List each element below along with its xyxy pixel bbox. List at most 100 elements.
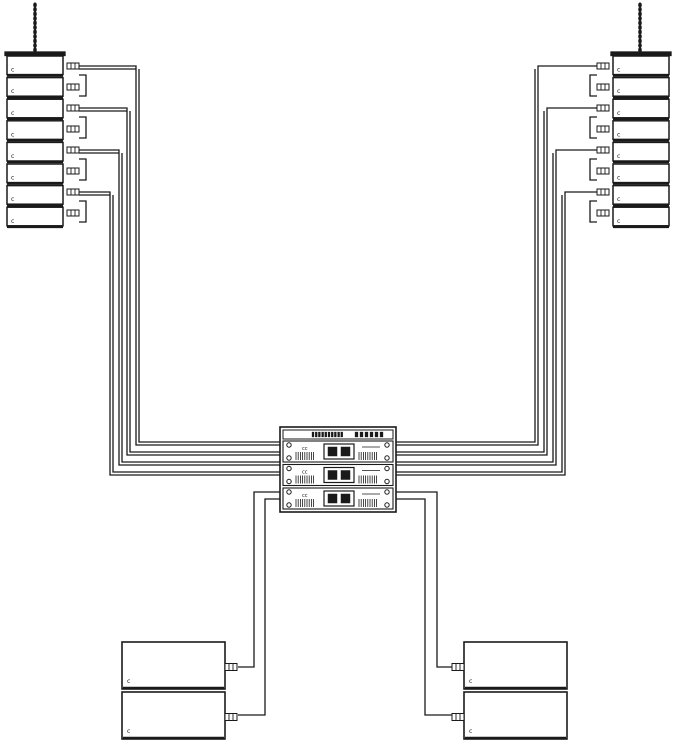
cabinet-logo: c	[469, 728, 472, 735]
cabinet-box	[612, 55, 670, 76]
cabinet-box	[6, 120, 64, 141]
cabinet-logo: c	[11, 218, 14, 225]
rack-screw	[384, 455, 390, 461]
connector-body	[596, 62, 610, 70]
speakon-connector	[66, 104, 80, 112]
sub-cable	[394, 491, 452, 668]
processor-led	[318, 431, 321, 438]
amplifier-unit: cc	[282, 440, 394, 463]
subwoofer-cabinet: c	[451, 641, 568, 690]
speaker-cable	[129, 111, 282, 453]
subwoofer-box	[121, 691, 226, 740]
chain-link	[638, 24, 642, 31]
amplifier-meter	[340, 446, 351, 457]
link-cable	[589, 158, 597, 181]
speakon-connector	[66, 146, 80, 154]
right-subwoofer-stack: cc	[451, 641, 568, 740]
rack-screw	[384, 465, 390, 472]
chain-link	[33, 20, 37, 26]
processor-led	[331, 431, 334, 438]
processor-button	[369, 431, 374, 438]
processor-button	[364, 431, 369, 438]
amplifier-meter	[327, 446, 338, 457]
rack-screw	[286, 455, 292, 461]
speakon-connector	[451, 713, 465, 721]
rigging-frame	[4, 51, 66, 57]
speaker-cable	[394, 153, 554, 463]
speaker-cable	[394, 149, 597, 466]
cabinet-logo: c	[617, 218, 620, 225]
processor-button	[359, 431, 364, 438]
amplifier-unit: cc	[282, 463, 394, 487]
connector-body	[596, 146, 610, 154]
speaker-cable	[394, 69, 536, 443]
subwoofer-cabinet: c	[121, 691, 238, 740]
cabinet-logo: c	[11, 131, 14, 138]
line-array-cabinet: c	[6, 184, 64, 207]
chain-link	[638, 15, 642, 22]
chain-link	[638, 20, 642, 26]
processor-button	[354, 431, 359, 438]
cabinet-logo: c	[617, 88, 620, 95]
line-array-cabinet: c	[612, 141, 670, 164]
speakon-connector	[596, 104, 610, 112]
cabinet-logo: c	[617, 131, 620, 138]
cabinet-logo: c	[617, 67, 620, 74]
speaker-cables	[79, 65, 597, 716]
chain-link	[33, 47, 37, 53]
connector-body	[66, 188, 80, 196]
link-cable	[79, 200, 87, 223]
amplifier-meter	[340, 493, 351, 504]
line-array-cabinet: c	[6, 98, 64, 121]
cabinet-box	[612, 120, 670, 141]
cabinet-logo: c	[617, 196, 620, 203]
cabinet-box	[6, 98, 64, 119]
amplifier-brand: cc	[302, 446, 308, 452]
speakon-connector	[451, 663, 465, 671]
chain-link	[638, 42, 642, 49]
cabinet-logo: c	[11, 175, 14, 182]
cabinet-box	[6, 76, 64, 97]
line-array-cabinet: c	[612, 163, 670, 185]
speakon-connector	[224, 663, 238, 671]
connector-body	[66, 167, 80, 175]
amplifier-brand: cc	[302, 470, 308, 476]
chain-link	[33, 24, 37, 31]
amplifier-meter	[327, 470, 338, 480]
cabinet-logo: c	[11, 110, 14, 117]
link-cable	[79, 158, 87, 181]
rack-screw	[286, 489, 292, 495]
speaker-cable	[79, 191, 282, 476]
speakon-connector	[596, 209, 610, 217]
cabinet-box	[612, 206, 670, 227]
chain-link	[33, 29, 37, 35]
chain-link	[33, 33, 37, 40]
rack-screw	[384, 502, 390, 508]
speaker-cable	[394, 191, 597, 476]
speakon-connector	[66, 125, 80, 133]
processor-button	[374, 431, 379, 438]
sub-cable	[238, 498, 282, 716]
cabinet-logo: c	[469, 678, 472, 685]
connector-body	[66, 83, 80, 91]
line-array-cabinet: c	[612, 55, 670, 77]
speakon-connector	[596, 146, 610, 154]
processor-led	[337, 431, 340, 438]
speakon-connector	[66, 188, 80, 196]
speakon-connector	[66, 83, 80, 91]
line-array-cabinet: c	[612, 184, 670, 207]
line-array-cabinet: c	[6, 55, 64, 77]
cabinet-logo: c	[617, 153, 620, 160]
speakon-connector	[596, 125, 610, 133]
connector-body	[596, 104, 610, 112]
chain-link	[33, 6, 37, 13]
cabinet-logo: c	[617, 110, 620, 117]
rack-screw	[384, 478, 390, 485]
speaker-cable	[394, 107, 597, 456]
cabinet-box	[612, 141, 670, 162]
line-array-cabinet: c	[6, 120, 64, 142]
cabinet-box	[6, 184, 64, 205]
cabinet-logo: c	[127, 678, 130, 685]
